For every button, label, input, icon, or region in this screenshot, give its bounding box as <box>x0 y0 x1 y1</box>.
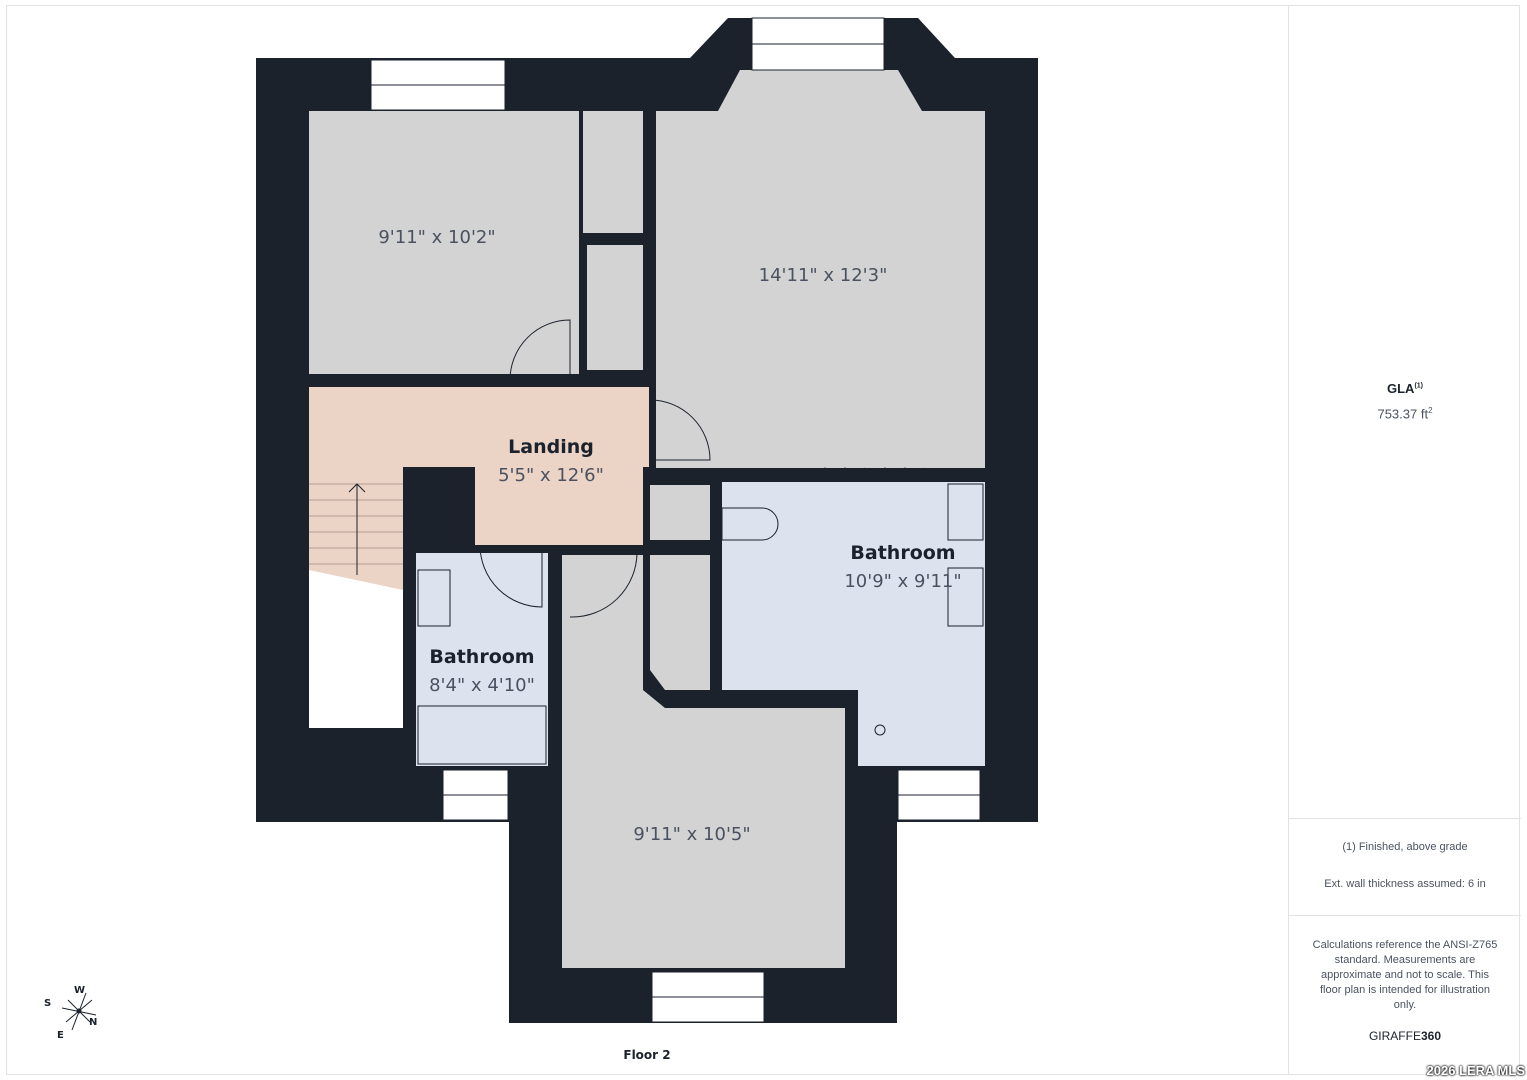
stairs <box>309 467 403 590</box>
brand-number: 360 <box>1420 1029 1442 1043</box>
note-finished: (1) Finished, above grade <box>1342 841 1468 853</box>
compass-s: S <box>44 998 51 1009</box>
gla-value-row: 753.37 ft2 <box>1289 406 1521 421</box>
room-2-dimensions: 14'11" x 12'3" <box>759 265 888 286</box>
landing-dimensions: 5'5" x 12'6" <box>498 465 604 486</box>
bathroom-1-dimensions: 10'9" x 9'11" <box>844 571 961 592</box>
gla-value: 753.37 ft <box>1377 406 1429 422</box>
stair-treads <box>309 483 403 575</box>
fixtures <box>417 319 984 765</box>
bathroom-1-shower <box>858 690 985 766</box>
rooms <box>309 70 985 968</box>
note-wall-thickness: Ext. wall thickness assumed: 6 in <box>1324 878 1486 890</box>
landing-label: Landing <box>508 436 594 458</box>
compass-e: E <box>57 1030 64 1041</box>
brand-logo: GIRAFFE360 <box>1289 1029 1521 1043</box>
summary-panel: GLA(1) 753.37 ft2 (1) Finished, above gr… <box>1288 5 1521 1075</box>
watermark: 2026 LERA MLS <box>1426 1063 1526 1078</box>
bathroom-1-label: Bathroom <box>850 542 955 564</box>
hall-floor-2 <box>650 555 710 690</box>
brand-name: GIRAFFE <box>1368 1029 1421 1043</box>
bathroom-2-label: Bathroom <box>429 646 534 668</box>
bedroom-3-floor <box>562 555 845 968</box>
landing-floor-2 <box>475 467 643 545</box>
bathroom-1-floor <box>722 482 985 690</box>
hall-floor <box>650 485 710 540</box>
gla-label: GLA <box>1386 381 1415 396</box>
page-frame <box>6 5 1520 1075</box>
gla-heading: GLA(1) <box>1289 381 1521 396</box>
landing-floor <box>309 387 649 467</box>
compass-icon <box>61 992 97 1031</box>
compass-n: N <box>89 1017 97 1028</box>
bathroom-2-dimensions: 8'4" x 4'10" <box>429 675 535 696</box>
gla-note-ref: (1) <box>1414 382 1423 390</box>
closet-floor <box>583 111 643 233</box>
bathroom-2-floor <box>416 553 548 766</box>
divider <box>1289 818 1521 819</box>
bedroom-1-floor <box>309 111 579 374</box>
windows <box>370 17 981 1023</box>
stair-void <box>309 570 403 728</box>
room-3-dimensions: 9'11" x 10'5" <box>633 824 750 845</box>
floor-label: Floor 2 <box>623 1048 670 1062</box>
disclaimer: Calculations reference the ANSI-Z765 sta… <box>1312 939 1498 1011</box>
room-1-dimensions: 9'11" x 10'2" <box>378 227 495 248</box>
gla-unit-sup: 2 <box>1428 406 1433 415</box>
divider <box>1289 915 1521 916</box>
compass-w: W <box>74 985 85 996</box>
bedroom-2-floor <box>656 70 985 468</box>
closet-floor-2 <box>587 245 643 370</box>
